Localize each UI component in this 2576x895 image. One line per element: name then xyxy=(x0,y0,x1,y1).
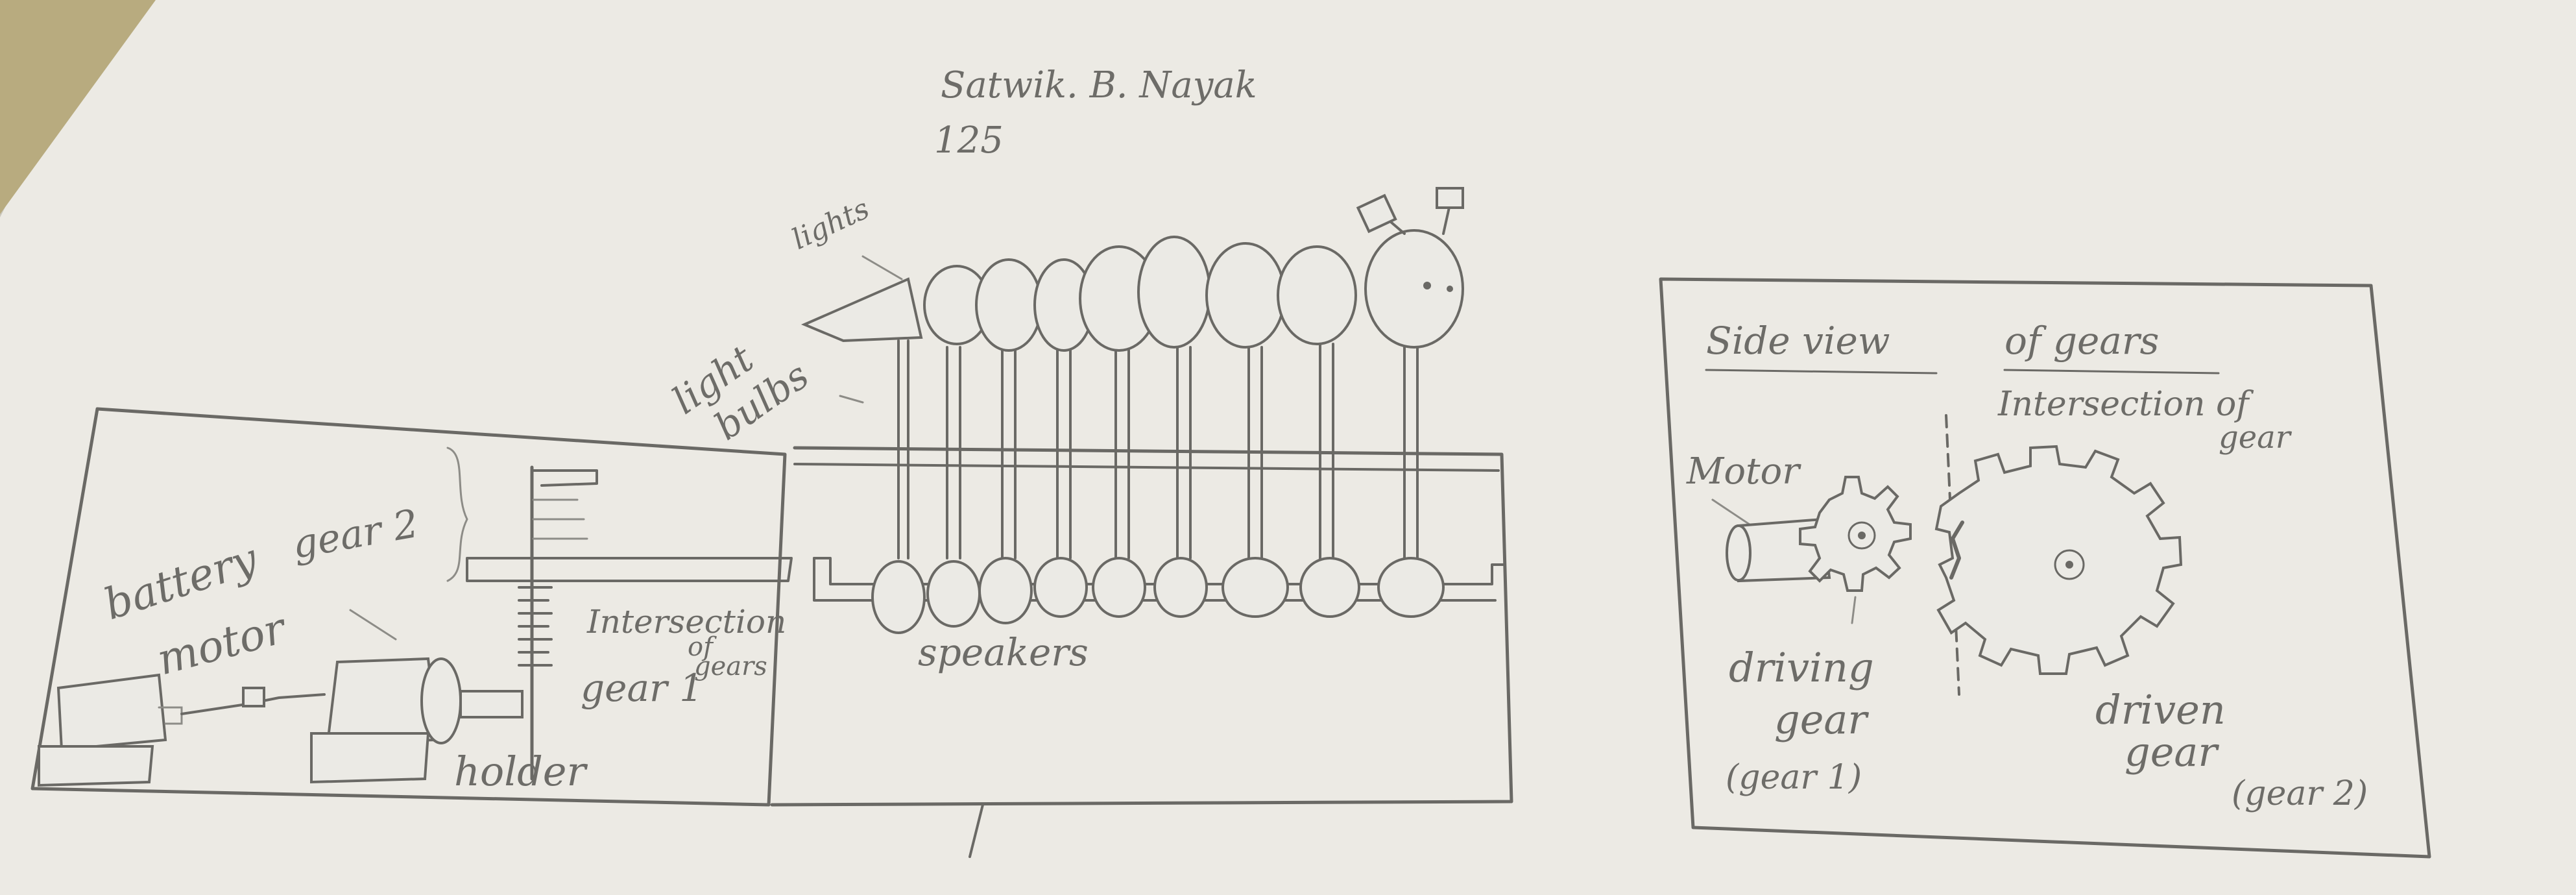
side-view-panel-frame xyxy=(1659,277,2431,859)
speakers-label: speakers xyxy=(918,630,1089,674)
roll-number: 125 xyxy=(934,119,1004,162)
battery-drawing xyxy=(38,673,326,787)
intersection-label-line2: of xyxy=(688,632,717,662)
intersection-label-line1: Intersection xyxy=(586,603,786,641)
holder-label: holder xyxy=(454,748,588,795)
side-view-title-line1: Side view xyxy=(1706,319,1890,363)
left-panel-frame xyxy=(30,407,787,807)
paper-corner-shadow xyxy=(0,0,156,214)
light-bulb-row xyxy=(800,187,1464,352)
speaker-row xyxy=(813,557,1506,634)
gear1-label: gear 1 xyxy=(581,666,703,710)
gear-intersection-label-line2: gear xyxy=(2219,419,2293,456)
driving-gear-drawing xyxy=(1799,476,1912,592)
side-motor-label: Motor xyxy=(1686,450,1801,493)
driven-gear-label-line3: (gear 2) xyxy=(2232,774,2368,813)
driving-gear-label-line3: (gear 1) xyxy=(1726,758,1862,797)
driving-gear-label-line2: gear xyxy=(1774,696,1869,743)
side-view-title-line2: of gears xyxy=(2004,319,2159,363)
driving-gear-label-line1: driving xyxy=(1729,644,1874,691)
author-name: Satwik. B. Nayak xyxy=(941,64,1257,106)
gear-intersection-label-line1: Intersection of xyxy=(1997,385,2254,424)
middle-panel-frame xyxy=(770,446,1513,807)
driven-gear-label-line1: driven xyxy=(2095,686,2226,733)
intersection-label-line3: gears xyxy=(694,652,767,681)
driven-gear-label-line2: gear xyxy=(2125,728,2219,776)
driven-gear-drawing xyxy=(1934,445,2183,675)
light-poles xyxy=(897,339,1419,559)
gear-holder-drawing xyxy=(446,447,793,781)
motor-drawing xyxy=(310,657,524,784)
